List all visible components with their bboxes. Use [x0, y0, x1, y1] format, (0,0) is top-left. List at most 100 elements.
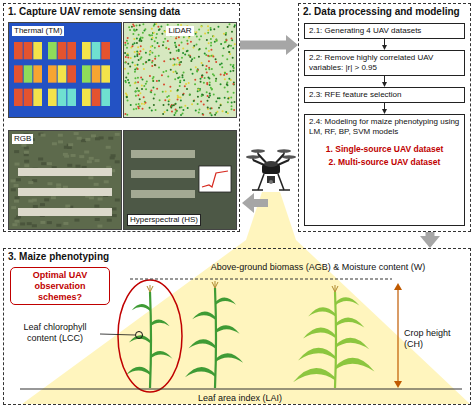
lidar-point [125, 61, 127, 63]
lidar-point [142, 23, 144, 25]
thermal-plot [24, 65, 33, 82]
lidar-point [149, 107, 151, 109]
lidar-point [140, 56, 142, 58]
maize-leaf [215, 298, 236, 306]
lidar-point [178, 50, 180, 52]
lidar-point [184, 85, 186, 87]
lidar-point [175, 71, 177, 73]
lidar-point [128, 82, 130, 84]
lidar-point [227, 101, 229, 103]
lidar-point [226, 73, 228, 75]
thermal-plot [33, 89, 42, 106]
lidar-point [212, 73, 214, 75]
lidar-point [233, 109, 235, 111]
lidar-point [152, 87, 154, 89]
lidar-point [170, 90, 172, 92]
lidar-point [140, 40, 142, 42]
lidar-point [177, 77, 179, 79]
lidar-point [193, 100, 195, 102]
drone-rotor [246, 155, 260, 159]
height-arrow-head [394, 283, 402, 290]
lidar-point [151, 37, 153, 39]
lidar-point [210, 49, 212, 51]
lidar-point [137, 64, 139, 66]
lidar-point [193, 57, 195, 59]
lidar-point [158, 55, 160, 57]
sensor-image: LiDAR [123, 22, 237, 118]
lidar-point [209, 112, 211, 114]
lidar-point [139, 92, 141, 94]
lidar-point [139, 105, 141, 107]
lidar-point [186, 88, 188, 90]
field-texture [21, 144, 26, 147]
maize-tassel [332, 285, 338, 292]
lidar-point [195, 109, 197, 111]
lidar-point [209, 108, 211, 110]
lidar-point [153, 97, 155, 99]
lidar-point [230, 64, 232, 66]
lidar-point [145, 88, 147, 90]
lidar-point [201, 95, 203, 97]
lidar-point [197, 96, 199, 98]
lidar-point [169, 52, 171, 54]
lidar-point [215, 112, 217, 114]
field-texture [14, 220, 19, 223]
trait-label: Leaf area index (LAI) [180, 393, 300, 404]
lidar-point [181, 57, 183, 59]
process-box: 2.3: RFE feature selection [304, 87, 465, 103]
lidar-point [223, 47, 225, 49]
lidar-point [132, 23, 134, 25]
lidar-point [208, 78, 210, 80]
lidar-point [195, 66, 197, 68]
lidar-point [163, 104, 165, 106]
maize-stem [335, 292, 336, 388]
field-texture [79, 155, 84, 158]
lidar-point [210, 27, 212, 29]
lidar-point [136, 38, 138, 40]
node-subtext: 1. Single-source UAV dataset [309, 144, 460, 155]
lidar-point [206, 72, 208, 74]
lidar-point [125, 81, 127, 83]
maize-leaf [335, 358, 374, 372]
lidar-point [142, 79, 144, 81]
field-texture [89, 196, 94, 199]
lidar-point [162, 113, 164, 115]
lidar-point [180, 99, 182, 101]
field-texture [74, 219, 79, 222]
lidar-point [232, 83, 234, 85]
field-texture [33, 205, 38, 208]
sensor-images [8, 22, 237, 230]
lidar-point [137, 90, 139, 92]
lidar-point [191, 103, 193, 105]
lidar-point [156, 33, 158, 35]
field-texture [74, 132, 79, 135]
lidar-point [175, 46, 177, 48]
maize-leaf [185, 367, 215, 377]
lidar-point [167, 75, 169, 77]
lidar-point [200, 100, 202, 102]
lidar-point [143, 103, 145, 105]
lidar-point [182, 52, 184, 54]
lidar-point [164, 111, 166, 113]
lidar-point [226, 83, 228, 85]
lidar-point [227, 98, 229, 100]
lidar-point [231, 108, 233, 110]
field-texture [112, 207, 117, 210]
sensor-image-art [123, 22, 237, 118]
node-title: 2.4: Modeling for maize phenotyping usin… [309, 117, 460, 137]
field-texture [47, 162, 52, 165]
lidar-point [149, 50, 151, 52]
stage-panel: 2. Data processing and modeling2.1: Gene… [298, 3, 471, 232]
maize-leaf [335, 297, 359, 305]
lidar-point [226, 39, 228, 41]
lidar-point [138, 34, 140, 36]
field-texture [32, 224, 37, 227]
lidar-point [210, 44, 212, 46]
lidar-point [145, 52, 147, 54]
lidar-point [137, 94, 139, 96]
field-texture [76, 165, 81, 168]
lidar-point [143, 68, 145, 70]
lidar-point [154, 55, 156, 57]
lidar-point [173, 114, 175, 116]
thermal-plot [33, 65, 42, 82]
